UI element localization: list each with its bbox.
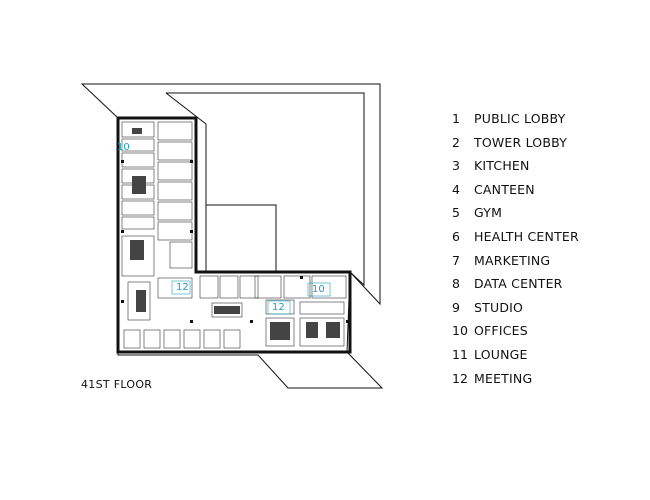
legend-label: PUBLIC LOBBY [474,111,566,126]
legend-number: 12 [452,370,468,386]
floor-caption: 41ST FLOOR [81,378,153,391]
legend-number: 4 [452,181,460,197]
legend-item: 2 TOWER LOBBY [452,131,579,155]
core-blocks [130,128,340,340]
legend-item: 7 MARKETING [452,249,579,273]
legend-label: CANTEEN [474,181,535,197]
legend-item: 8 DATA CENTER [452,272,579,296]
void-edge [165,92,207,125]
legend-item: 6 HEALTH CENTER [452,225,579,249]
legend-item: 9 STUDIO [452,296,579,320]
legend-number: 3 [452,158,460,174]
legend-label: LOUNGE [474,346,528,362]
legend-item: 12 MEETING [452,367,579,391]
legend-label: HEALTH CENTER [474,228,579,244]
legend: 1 PUBLIC LOBBY 2 TOWER LOBBY 3 KITCHEN 4 CAN… [452,107,579,390]
legend-label: STUDIO [474,299,524,315]
legend-item: 1 PUBLIC LOBBY [452,107,579,131]
room-tag-meeting: 12 [176,282,189,293]
legend-number: 7 [452,252,460,268]
legend-number: 10 [452,323,468,339]
legend-label: DATA CENTER [474,276,563,292]
legend-number: 6 [452,228,460,244]
legend-label: MARKETING [474,252,551,268]
floor-plate [116,116,352,354]
legend-item: 4 CANTEEN [452,178,579,202]
legend-item: 11 LOUNGE [452,343,579,367]
legend-number: 8 [452,276,460,292]
legend-item: 5 GYM [452,201,579,225]
room-tag-offices: 10 [117,142,130,153]
legend-number: 11 [452,346,468,362]
legend-number: 5 [452,205,460,221]
column-grid [121,160,349,323]
legend-label: OFFICES [474,323,528,339]
tag-box-offices-2 [307,282,331,297]
room-tag-offices-2: 10 [312,284,325,295]
legend-label: KITCHEN [474,158,530,174]
legend-label: GYM [474,205,503,221]
tag-box-meeting [171,280,191,295]
legend-item: 10 OFFICES [452,319,579,343]
tag-box-meeting-2 [267,300,291,315]
legend-item: 3 KITCHEN [452,154,579,178]
legend-number: 1 [452,111,460,126]
room-tag-meeting-2: 12 [272,302,285,313]
legend-label: MEETING [474,370,533,386]
legend-label: TOWER LOBBY [474,134,568,150]
office-cells [121,121,347,349]
legend-number: 9 [452,299,460,315]
legend-number: 2 [452,134,460,150]
